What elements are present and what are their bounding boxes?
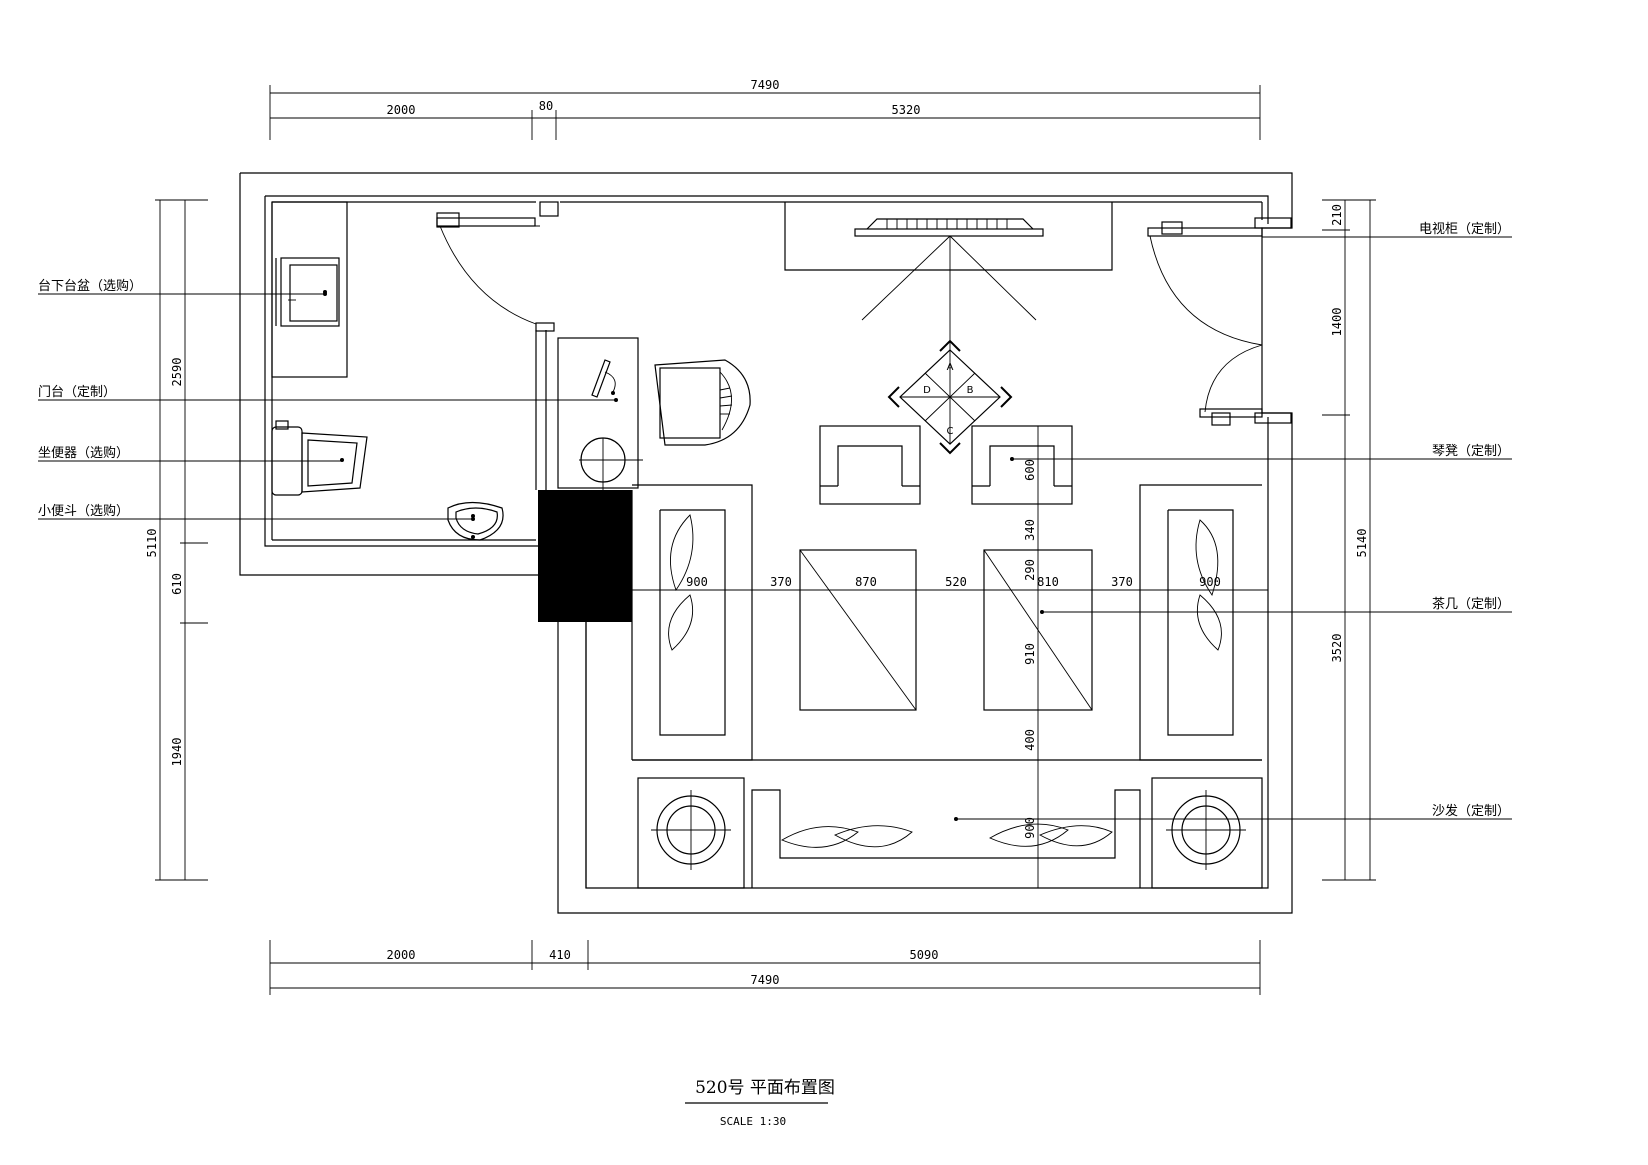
dim-top-left: 2000 xyxy=(387,103,416,117)
corner-table-right xyxy=(1151,777,1263,889)
dim-row-g: 900 xyxy=(1199,575,1221,589)
interior-horizontal-dims: 900 370 870 520 810 370 900 xyxy=(632,575,1268,591)
dim-col-f: 900 xyxy=(1023,817,1037,839)
sofa-right xyxy=(1139,484,1262,761)
left-leaders: 台下台盆（选购） 门台（定制） 坐便器（选购） 小便斗（选购） xyxy=(38,278,618,521)
bottom-dimension-chain: 2000 410 5090 7490 xyxy=(269,940,1261,995)
label-stool: 琴凳（定制） xyxy=(1432,443,1510,459)
marker-a: A xyxy=(947,362,954,373)
dim-row-f: 370 xyxy=(1111,575,1133,589)
label-tv-cabinet: 电视柜（定制） xyxy=(1419,222,1510,237)
dim-row-d: 520 xyxy=(945,575,967,589)
structural-column xyxy=(538,490,632,622)
right-leaders: 电视柜（定制） 琴凳（定制） 茶几（定制） 沙发（定制） xyxy=(954,222,1512,821)
stool-right xyxy=(971,425,1073,505)
dim-bottom-mid: 410 xyxy=(549,948,571,962)
label-toilet: 坐便器（选购） xyxy=(38,445,129,461)
label-coffee-table: 茶几（定制） xyxy=(1432,596,1510,612)
dim-col-c: 290 xyxy=(1023,559,1037,581)
armchair xyxy=(654,359,751,446)
dim-col-e: 400 xyxy=(1023,729,1037,751)
dim-left-mid: 610 xyxy=(170,573,184,595)
dim-col-a: 600 xyxy=(1023,459,1037,481)
basin-counter xyxy=(271,201,348,378)
label-basin: 台下台盆（选购） xyxy=(38,278,142,294)
drawing-title: 520号 平面布置图 xyxy=(695,1078,835,1098)
dim-right-total: 5140 xyxy=(1355,529,1369,558)
marker-b: B xyxy=(967,385,974,396)
stool-left xyxy=(819,425,921,505)
left-dimension-chain: 5110 2590 610 1940 xyxy=(145,199,208,881)
label-vanity: 门台（定制） xyxy=(38,385,116,400)
dim-bottom-total: 7490 xyxy=(751,973,780,987)
dim-right-top: 210 xyxy=(1330,204,1344,226)
dim-col-b: 340 xyxy=(1023,519,1037,541)
dim-left-bottom: 1940 xyxy=(170,738,184,767)
bathroom-door xyxy=(436,212,540,325)
dim-top-total: 7490 xyxy=(751,78,780,92)
marker-d: D xyxy=(923,385,931,396)
drawing-scale: SCALE 1:30 xyxy=(720,1115,786,1128)
dim-row-a: 900 xyxy=(686,575,708,589)
dim-top-right: 5320 xyxy=(892,103,921,117)
walls xyxy=(239,172,1293,914)
dim-row-b: 370 xyxy=(770,575,792,589)
interior-vertical-dims: 600 340 290 910 400 900 xyxy=(1023,426,1039,888)
dim-left-top: 2590 xyxy=(170,358,184,387)
toilet xyxy=(271,420,368,496)
dim-bottom-left: 2000 xyxy=(387,948,416,962)
urinal xyxy=(447,501,504,541)
dim-top-door: 80 xyxy=(539,99,553,113)
dim-row-c: 870 xyxy=(855,575,877,589)
ceiling-light-marker: A B C D xyxy=(887,339,1013,455)
dim-row-e: 810 xyxy=(1037,575,1059,589)
marker-c: C xyxy=(947,426,954,437)
dim-left-total: 5110 xyxy=(145,529,159,558)
tv-cabinet xyxy=(784,202,1113,350)
corner-table-left xyxy=(637,777,745,889)
coffee-table-left xyxy=(799,549,917,711)
dim-col-d: 910 xyxy=(1023,643,1037,665)
dim-right-bottom: 3520 xyxy=(1330,634,1344,663)
entrance-door xyxy=(1147,221,1263,426)
vanity-desk xyxy=(557,337,643,490)
tv-vents xyxy=(886,219,1008,229)
top-dimension-chain: 7490 2000 80 5320 xyxy=(269,78,1261,140)
sofa-back xyxy=(632,759,1262,888)
dim-right-mid: 1400 xyxy=(1330,308,1344,337)
sofa-left xyxy=(632,484,753,761)
right-dimension-chain: 210 1400 3520 5140 xyxy=(1322,199,1376,881)
label-urinal: 小便斗（选购） xyxy=(38,503,129,519)
title-block: 520号 平面布置图 SCALE 1:30 xyxy=(685,1078,835,1128)
label-sofa: 沙发（定制） xyxy=(1432,803,1510,819)
dim-bottom-right: 5090 xyxy=(910,948,939,962)
